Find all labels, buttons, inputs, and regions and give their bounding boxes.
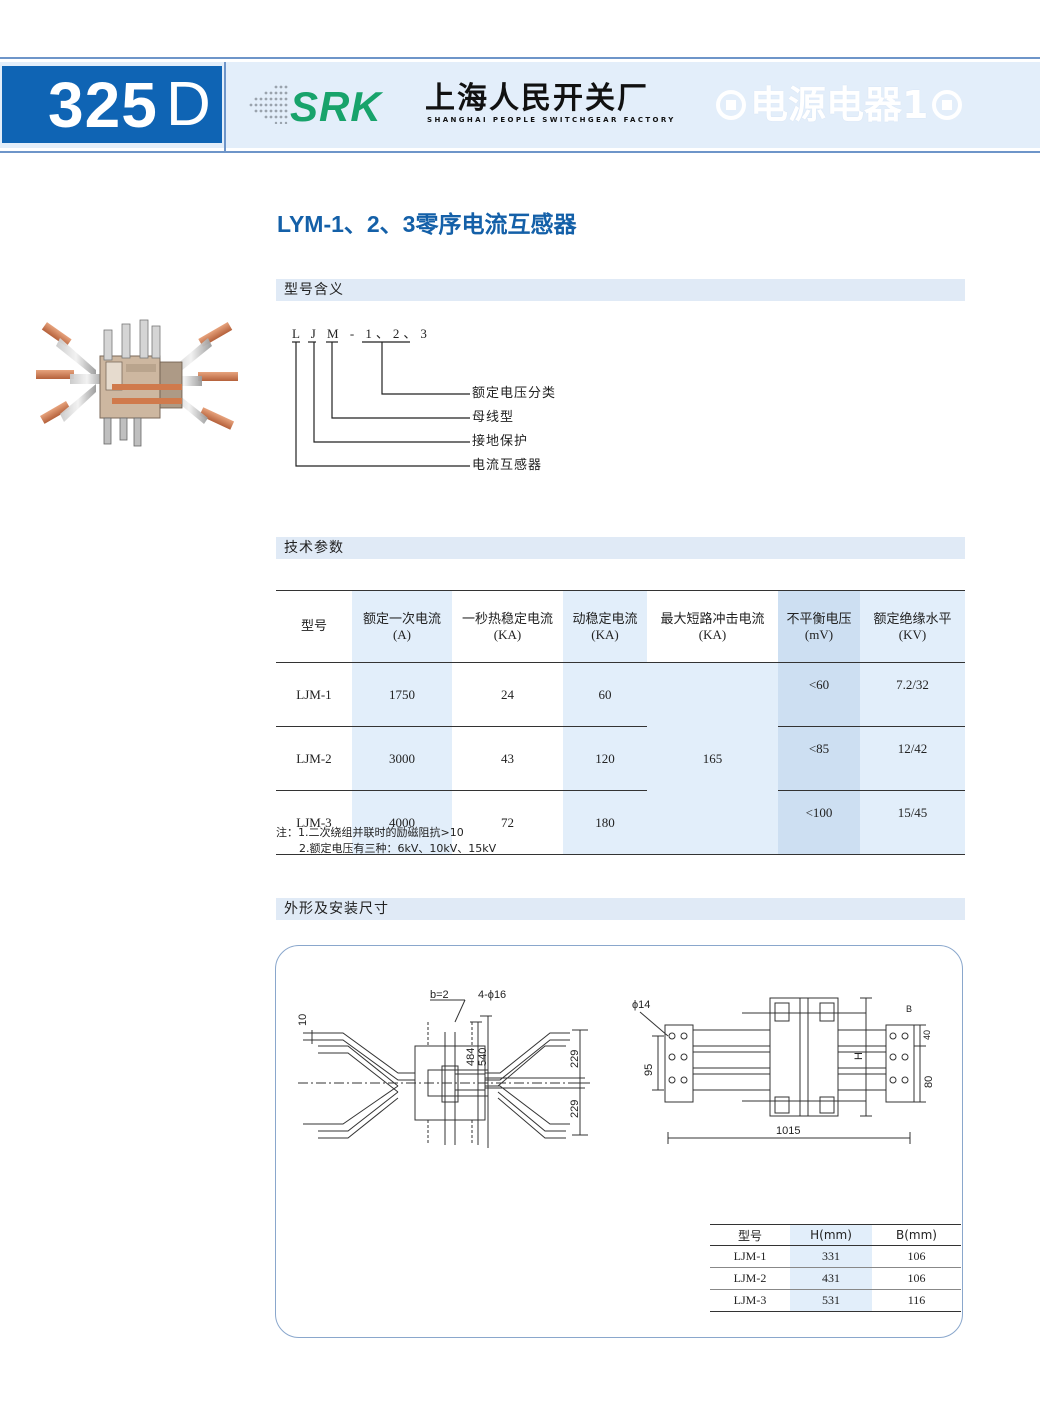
table-header-row: 型号 额定一次电流(A) 一秒热稳定电流(KA) 动稳定电流(KA) 最大短路冲… (276, 590, 965, 663)
model-label-busbar-type: 母线型 (472, 410, 515, 425)
col-header: 额定绝缘水平(KV) (860, 590, 965, 663)
cell-b: 106 (872, 1245, 961, 1268)
cell-unbalance: <100 (778, 790, 860, 855)
cell-thermal: 43 (452, 726, 563, 791)
model-label-ground-protection: 接地保护 (472, 434, 529, 449)
cell-dynamic: 60 (563, 662, 647, 727)
section-title: 技术参数 (284, 540, 344, 556)
tech-params-table: 型号 额定一次电流(A) 一秒热稳定电流(KA) 动稳定电流(KA) 最大短路冲… (276, 590, 965, 855)
table-row: LJM-2 3000 43 120 <85 12/42 (276, 726, 965, 791)
header-top-line (0, 57, 1040, 59)
cell-h: 531 (790, 1289, 872, 1312)
cell-insulation: 12/42 (860, 726, 965, 791)
dims-table: 型号 H(mm) B(mm) LJM-1 331 106 LJM-2 431 1… (710, 1224, 961, 1312)
section-bar-dimensions: 外形及安装尺寸 (276, 898, 965, 920)
model-label-current-transformer: 电流互感器 (472, 458, 543, 473)
col-header: 最大短路冲击电流(KA) (647, 590, 778, 663)
table-row: LJM-2 431 106 (710, 1267, 961, 1290)
cell-dynamic: 180 (563, 790, 647, 855)
col-header: 型号 (276, 590, 352, 663)
product-photo (36, 319, 238, 447)
model-code-leader-lines (292, 341, 470, 467)
cell-model: LJM-1 (276, 662, 352, 727)
table-row: LJM-1 331 106 (710, 1245, 961, 1268)
cell-unbalance: <60 (778, 662, 860, 727)
brand-logo: SRK (290, 83, 382, 130)
col-header: H(mm) (790, 1224, 872, 1246)
col-header: 型号 (710, 1224, 790, 1246)
cell-b: 106 (872, 1267, 961, 1290)
page-suffix: D (166, 70, 211, 139)
cell-h: 331 (790, 1245, 872, 1268)
cell-primary: 3000 (352, 726, 452, 791)
cell-b: 116 (872, 1289, 961, 1312)
square-in-circle-icon (932, 90, 963, 120)
cell-model: LJM-2 (710, 1267, 790, 1290)
table-row: LJM-3 4000 72 180 <100 15/45 (276, 790, 965, 855)
cell-insulation: 15/45 (860, 790, 965, 855)
company-name-cn: 上海人民开关厂 (425, 81, 649, 116)
cell-unbalance: <85 (778, 726, 860, 791)
cell-model: LJM-3 (710, 1289, 790, 1312)
cell-max-short-circuit: 165 (647, 662, 778, 855)
cell-model: LJM-2 (276, 726, 352, 791)
table-notes: 注：1.二次绕组并联时的励磁阻抗>10 2.额定电压有三种：6kV、10kV、1… (276, 825, 496, 857)
dot-pattern-icon (249, 85, 288, 124)
note-2: 2.额定电压有三种：6kV、10kV、15kV (299, 842, 497, 855)
section-title: 型号含义 (284, 282, 344, 298)
cell-model: LJM-3 (276, 790, 352, 855)
model-code: L J M - 1、2、3 (292, 326, 431, 341)
company-name-en: SHANGHAI PEOPLE SWITCHGEAR FACTORY (427, 116, 676, 124)
category-text: 电源电器1 (750, 83, 929, 127)
table-row: LJM-1 1750 24 60 165 <60 7.2/32 (276, 662, 965, 855)
cell-model: LJM-1 (710, 1245, 790, 1268)
header-bottom-line (0, 151, 1040, 153)
cell-primary: 4000 (352, 790, 452, 855)
col-header: 动稳定电流(KA) (563, 590, 647, 663)
cell-thermal: 24 (452, 662, 563, 727)
cell-insulation: 7.2/32 (860, 662, 965, 727)
table-header-row: 型号 H(mm) B(mm) (710, 1224, 961, 1246)
cell-h: 431 (790, 1267, 872, 1290)
page-number: 325 (48, 69, 158, 141)
col-header: B(mm) (872, 1224, 961, 1246)
square-in-circle-icon (716, 90, 746, 120)
page-title: LYM-1、2、3零序电流互感器 (277, 211, 577, 237)
col-header: 一秒热稳定电流(KA) (452, 590, 563, 663)
section-bar-tech-params: 技术参数 (276, 537, 965, 559)
table-row: LJM-3 531 116 (710, 1289, 961, 1312)
model-label-voltage-class: 额定电压分类 (472, 386, 557, 401)
cell-dynamic: 120 (563, 726, 647, 791)
col-header: 额定一次电流(A) (352, 590, 452, 663)
col-header: 不平衡电压(mV) (778, 590, 860, 663)
header-separator (224, 62, 226, 151)
drawing-frame (275, 945, 963, 1338)
section-bar-model-meaning: 型号含义 (276, 279, 965, 301)
cell-thermal: 72 (452, 790, 563, 855)
note-1: 注：1.二次绕组并联时的励磁阻抗>10 (276, 826, 464, 839)
cell-primary: 1750 (352, 662, 452, 727)
page-number-box (2, 66, 222, 143)
section-title: 外形及安装尺寸 (284, 901, 389, 917)
category-label: 电源电器1 (716, 80, 963, 130)
